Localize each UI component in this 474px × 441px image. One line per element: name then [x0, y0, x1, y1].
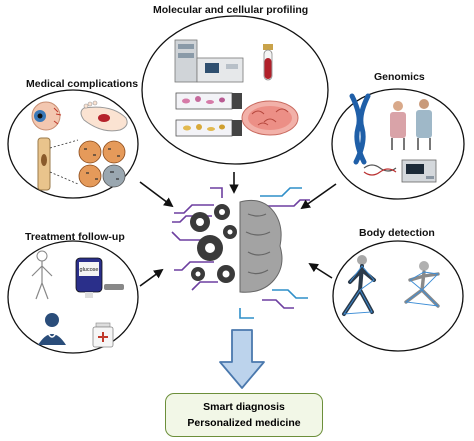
gears-icon: [190, 204, 237, 283]
foot-ulcer-icon: [80, 100, 128, 132]
input-arrows: [139, 172, 337, 287]
walking-person-icon: [342, 255, 376, 316]
mass-spectrometer-icon: [174, 39, 244, 83]
medical-complications-node: [7, 89, 139, 199]
genomics-node: [331, 88, 465, 200]
tissue-slide-icon: [175, 119, 242, 137]
circuit-lines-right: [239, 187, 310, 319]
running-person-icon: [404, 261, 440, 308]
blood-tube-icon: [263, 44, 273, 81]
body-outline-icon: [31, 250, 53, 300]
medical-complications-label: Medical complications: [26, 78, 139, 90]
arrow-from-complications: [139, 181, 174, 208]
glucose-meter-icon: glucose: [75, 257, 124, 298]
brain-icon: [239, 199, 283, 293]
genomics-label: Genomics: [374, 71, 425, 83]
molecular-profiling-label: Molecular and cellular profiling: [153, 4, 309, 16]
smart-diagnosis-label: Smart diagnosis: [203, 401, 285, 413]
treatment-followup-label: Treatment follow-up: [25, 231, 125, 243]
arrow-from-genomics: [300, 183, 337, 210]
arrow-from-treatment: [139, 268, 164, 287]
doctor-icon: [38, 313, 66, 345]
arrow-from-body: [308, 262, 333, 279]
blood-vessel-icon: [37, 137, 79, 191]
dna-strand-icon: [363, 164, 397, 176]
glucose-text: glucose: [80, 267, 99, 273]
outcome-box: Smart diagnosis Personalized medicine: [165, 393, 323, 437]
cells-magnified-icon: [78, 140, 126, 188]
medicine-bottle-icon: [92, 322, 114, 348]
patients-icon: [390, 99, 432, 150]
body-detection-node: [332, 240, 464, 352]
chromosome-icon: [349, 93, 371, 165]
petri-dish-icon: [241, 100, 299, 136]
molecular-profiling-node: [141, 15, 329, 165]
cell-slide-icon: [175, 92, 242, 110]
sequencer-icon: [401, 159, 437, 183]
eye-icon: [31, 101, 62, 131]
output-arrow: [219, 329, 265, 389]
body-detection-label: Body detection: [359, 227, 435, 239]
personalized-medicine-label: Personalized medicine: [187, 417, 301, 429]
treatment-followup-node: glucose: [7, 240, 139, 354]
ai-brain-hub: [171, 187, 310, 319]
